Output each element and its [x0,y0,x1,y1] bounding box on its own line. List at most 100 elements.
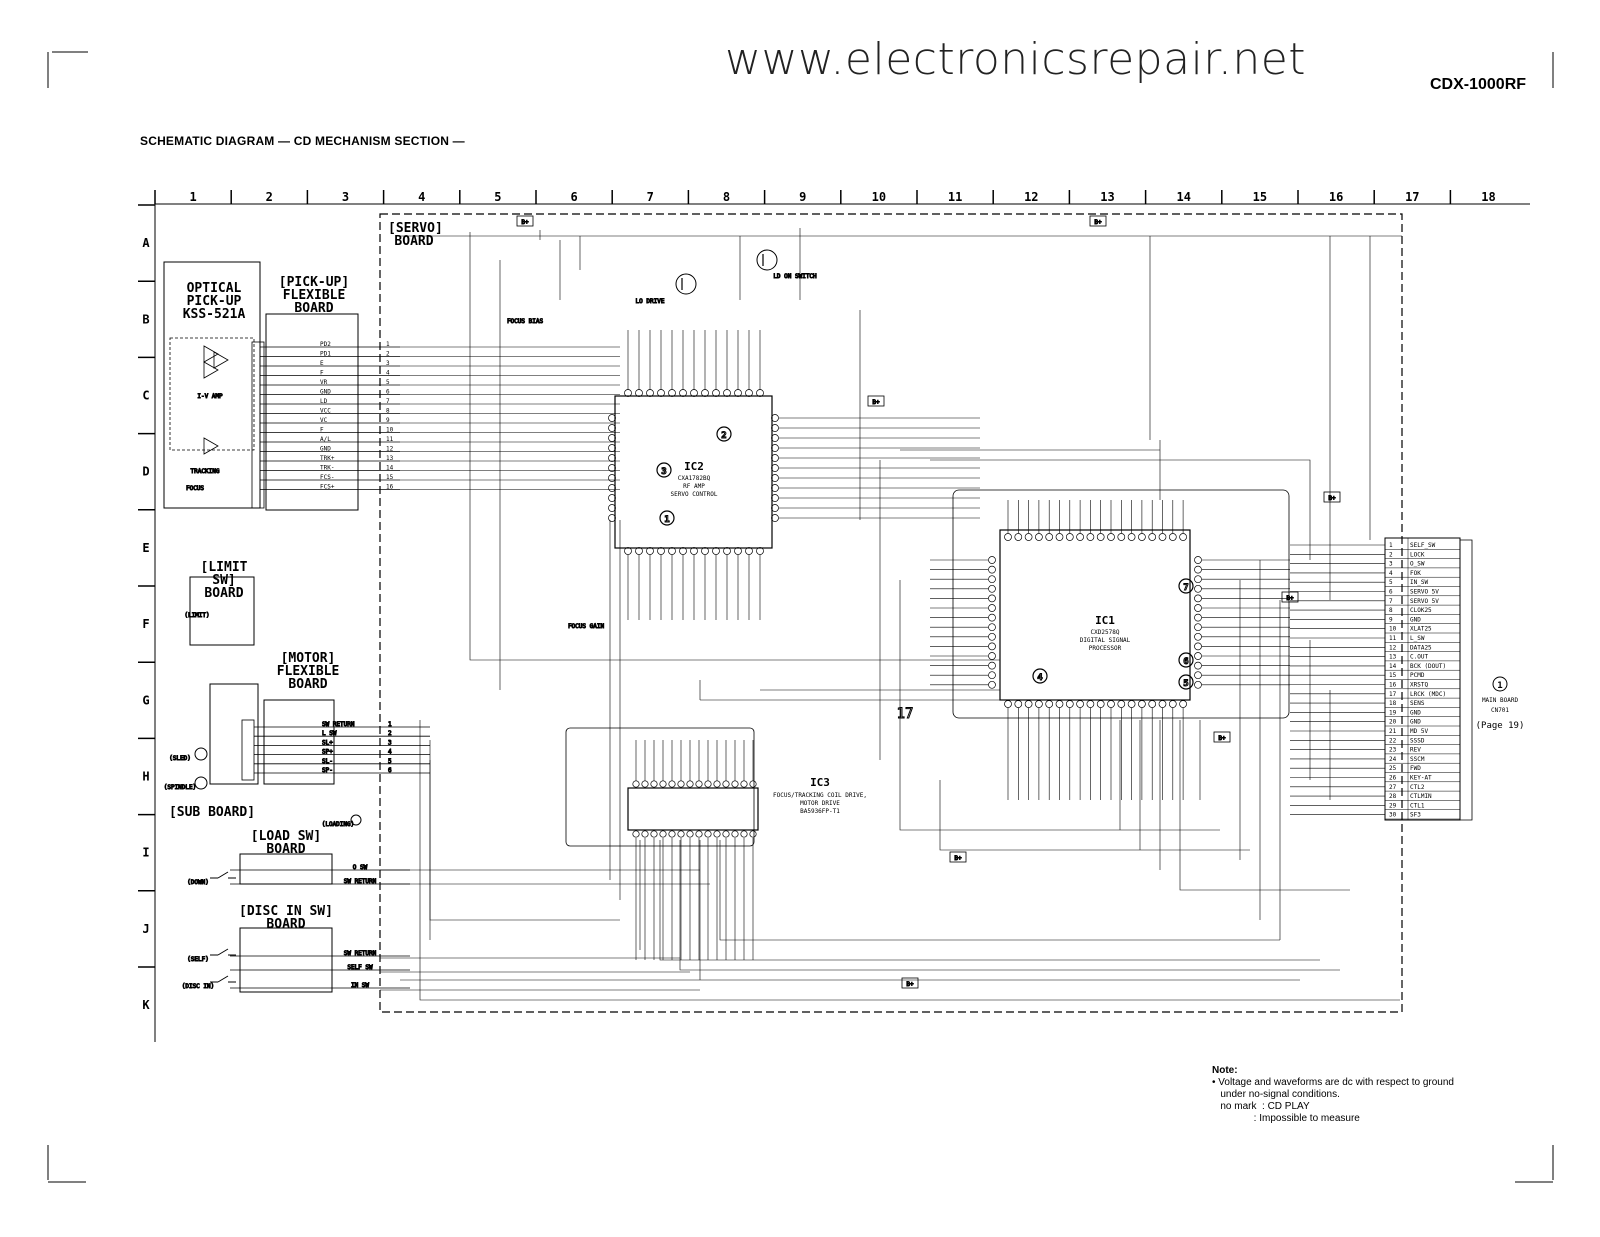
cn701-ref-label: CN701 [1491,707,1509,714]
wire-path [659,840,1320,961]
ic1-pin [1004,533,1012,541]
ic3-pin [740,830,748,838]
ic2-pin [668,547,676,555]
dsp-area-outline [952,489,1290,719]
model-number: CDX-1000RF [1430,76,1527,93]
cn701-pin-number: 6 [1389,589,1393,596]
ic2-pin [608,424,616,432]
pickup-signal-label: TRK- [320,465,334,472]
callout-circle [656,462,672,478]
cn701-signal-label: SENS [1410,700,1425,707]
focus-label: FOCUS [186,485,204,492]
ic1-desc: PROCESSOR [1089,645,1122,652]
pickup-signal-label: FCS- [320,474,334,481]
wire-path [419,720,1400,1001]
grid-column-label: 3 [342,190,349,204]
disc-in-sw-board-outline [239,927,333,993]
ic3-body [627,787,759,831]
cn701-pin-number: 27 [1389,784,1397,791]
main-board-number: 1 [1497,681,1502,691]
ic1-pin [1086,533,1095,541]
grid-row-label: A [142,236,150,250]
ic1-pin [1055,533,1064,541]
self-label: (SELF) [187,956,209,963]
switch-signal-label: SW RETURN [344,950,377,957]
switch-icon [217,871,229,879]
sub-board-label: [SUB BOARD] [168,805,256,820]
ic1-pin [1096,533,1105,541]
grid-row-label: H [142,770,149,784]
ic1-pin [988,623,996,632]
ic3-pin [731,830,739,838]
cn701-signal-label: GND [1410,709,1421,716]
pickup-pin-number: 9 [386,417,390,424]
pickup-pin-number: 3 [386,360,390,367]
wire-path [930,459,1311,560]
cn701-pin-number: 18 [1389,700,1397,707]
grid-column-label: 6 [570,190,577,204]
website-watermark: www.electronicsrepair.net [725,34,1307,85]
callout-number: 6 [1183,657,1188,667]
note-line: : Impossible to measure [1212,1113,1360,1124]
ic3-pin [632,780,640,788]
ic1-pin [988,565,996,574]
cn701-pin-number: 17 [1389,691,1397,698]
ic1-pin [1148,700,1157,708]
pickup-pin-number: 12 [386,446,394,453]
wire-path [719,840,1280,941]
callout-circle [1178,674,1194,690]
ic1-pin [988,671,996,680]
ic1-pin [1194,623,1202,632]
ic2-pin [608,434,616,442]
grid-column-label: 1 [189,190,196,204]
ic2-pin [690,547,698,555]
wire-path [1179,720,1350,891]
ic1-pin [1179,700,1187,708]
callout-circle [659,510,675,526]
grid-row-label: B [142,312,149,326]
ic3-pin [749,830,757,838]
cn701-pin-number: 5 [1389,579,1393,586]
cn701-signal-label: REV [1410,747,1421,754]
ic2-pin [608,464,616,472]
motor-signal-label: SP- [322,767,333,774]
ic3-pin [650,780,658,788]
grid-column-label: 18 [1481,190,1495,204]
ic1-pin [1194,680,1202,689]
b-plus-label: B+ [1328,495,1336,502]
cn701-signal-label: LRCK (MDC) [1410,691,1446,698]
disc-in-label: (DISC IN) [182,983,215,990]
ic2-pin [745,547,753,555]
limit-sw-board-outline [189,576,255,646]
b-plus-label: B+ [1094,219,1102,226]
grid-row-label: C [142,389,149,403]
load-sw-board-outline [239,853,333,885]
down-label: (DOWN) [187,879,209,886]
cn701-signal-label: DATA25 [1410,644,1432,651]
amp-triangle [213,351,229,369]
servo-board-label: [SERVO] BOARD [388,221,443,249]
disc-in-sw-label: [DISC IN SW] BOARD [239,904,333,932]
main-board-ref-icon [1492,676,1508,692]
cn701-signal-label: SSSD [1410,737,1425,744]
iv-amp-block [169,337,255,451]
pickup-signal-label: PD1 [320,351,331,358]
ic1-pin [1065,533,1074,541]
pickup-pin-number: 4 [386,370,390,377]
ic2-pin [679,547,687,555]
pickup-signal-label: TRK+ [320,455,335,462]
motor-signal-label: L SW [322,730,337,737]
ic1-name: IC1 [1095,614,1115,627]
ic1-pin [1107,533,1115,541]
motor-pin-number: 6 [388,767,392,774]
ic1-pin [1168,700,1177,708]
pickup-signal-label: PD2 [320,341,331,348]
ic2-pin [771,484,779,492]
ic3-pin [686,830,694,838]
ic3-pin [677,780,685,788]
pickup-signal-label: E [320,360,324,367]
cn701-signal-label: XRSTQ [1410,682,1428,689]
callout-circle [716,426,732,442]
grid-row-label: G [142,693,149,707]
